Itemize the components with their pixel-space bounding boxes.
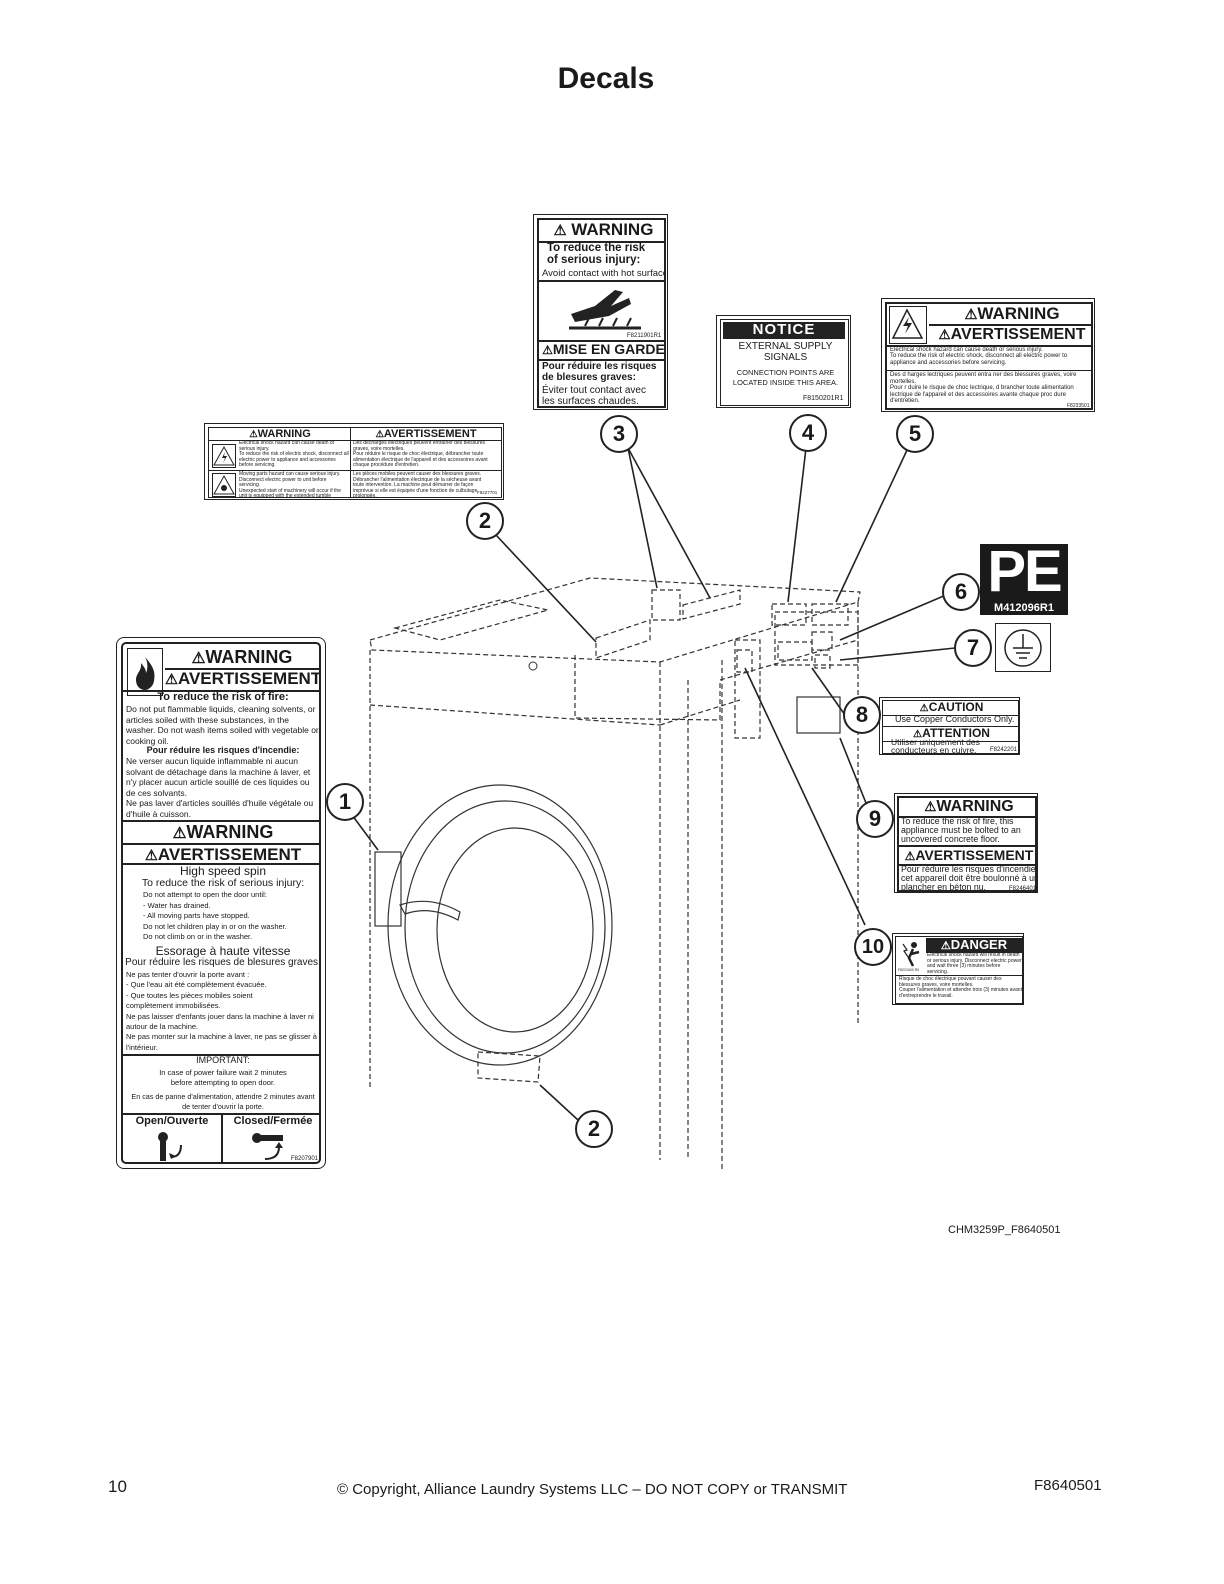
page-title: Decals	[557, 62, 655, 95]
decal-code: F8242201	[990, 747, 1018, 753]
important-text: In case of power failure wait 2 minutes …	[159, 1068, 287, 1087]
callout-4: 4	[789, 414, 827, 452]
avertissement-label-2: AVERTISSEMENT	[157, 845, 302, 864]
danger-label: DANGER	[950, 937, 1008, 952]
injury-heading: To reduce the risk of serious injury:	[547, 242, 646, 266]
caution-label: CAUTION	[928, 700, 984, 714]
moving-text-en: Moving parts hazard can cause serious in…	[239, 471, 341, 498]
danger-text-en: Electrical shock hazard will result in d…	[927, 952, 1022, 975]
mise-en-garde-label: MISE EN GARDE	[552, 341, 665, 357]
open-label: Open/Ouverte	[135, 1115, 209, 1127]
avertissement-label: AVERTISSEMENT	[177, 669, 321, 688]
warning-label: WARNING	[936, 798, 1014, 815]
fire-text: Do not put flammable liquids, cleaning s…	[126, 704, 319, 746]
callout-2-bottom: 2	[575, 1110, 613, 1148]
attention-text: Utiliser uniquement des conducteurs en c…	[891, 737, 980, 754]
callout-10: 10	[854, 928, 892, 966]
callout-9: 9	[856, 800, 894, 838]
spin-sub: To reduce the risk of serious injury:	[141, 877, 305, 889]
decal-10-danger: F8221600 R0 ⚠DANGER Electrical shock haz…	[892, 933, 1024, 1005]
important-text-fr: En cas de panne d'alimentation, attendre…	[131, 1092, 315, 1111]
callout-3: 3	[600, 415, 638, 453]
warning-label: WARNING	[977, 304, 1060, 323]
decal-7-ground-symbol	[995, 623, 1051, 672]
injury-heading-fr: Pour réduire les risques de blesures gra…	[542, 361, 657, 383]
fire-heading: To reduce the risk of fire:	[157, 691, 289, 703]
avertissement-label: AVERTISSEMENT	[950, 326, 1086, 343]
ground-icon	[1001, 626, 1045, 671]
page-number: 10	[108, 1477, 127, 1496]
handle-closed-icon	[251, 1131, 295, 1162]
decal-9-bolt-down-warning: ⚠WARNING To reduce the risk of fire, thi…	[894, 793, 1038, 893]
warning-label-2: WARNING	[186, 822, 274, 842]
avertissement-label: AVERTISSEMENT	[383, 428, 477, 440]
decal-5-shock-warning: ⚠WARNING ⚠AVERTISSEMENT Electrical shock…	[881, 298, 1095, 412]
important-heading: IMPORTANT:	[196, 1055, 250, 1065]
callout-5: 5	[896, 415, 934, 453]
shock-text-en: Electrical shock hazard can cause death …	[239, 440, 349, 468]
callout-7: 7	[954, 629, 992, 667]
danger-text-fr: Risque de choc électrique pouvant causer…	[899, 976, 1022, 999]
spin-text: Do not attempt to open the door until: -…	[143, 890, 287, 941]
figure-code: CHM3259P_F8640501	[948, 1224, 1061, 1236]
warning-text: To reduce the risk of fire, this applian…	[901, 816, 1021, 844]
fire-text-fr: Ne verser aucun liquide inflammable ni a…	[126, 756, 314, 819]
electric-shock-icon	[889, 306, 927, 344]
caution-text: Use Copper Conductors Only.	[895, 714, 1015, 724]
pe-code: M412096R1	[994, 602, 1054, 614]
decal-code: F8227701	[477, 490, 498, 495]
warning-label: WARNING	[571, 220, 654, 239]
callout-1: 1	[326, 783, 364, 821]
decal-4-notice: NOTICE EXTERNAL SUPPLY SIGNALS CONNECTIO…	[716, 315, 851, 408]
decal-6-pe-label: PE M412096R1	[980, 539, 1068, 615]
attention-label: ATTENTION	[922, 726, 990, 740]
notice-label: NOTICE	[723, 321, 845, 339]
decal-8-copper-conductors: ⚠CAUTION Use Copper Conductors Only. ⚠AT…	[879, 697, 1020, 755]
copyright-notice: © Copyright, Alliance Laundry Systems LL…	[337, 1481, 848, 1498]
hot-surface-icon	[565, 284, 645, 339]
electric-shock-icon	[899, 940, 925, 974]
shock-text-fr: Des d harges lectriques peuvent entra ne…	[890, 372, 1077, 405]
injury-text: Avoid contact with hot surfaces.	[542, 268, 666, 279]
fire-heading-fr: Pour réduire les risques d'incendie:	[146, 745, 300, 755]
handle-open-icon	[151, 1131, 191, 1162]
callout-6: 6	[942, 573, 980, 611]
notice-line1: EXTERNAL SUPPLY SIGNALS	[738, 341, 833, 363]
decal-3-hot-surface-warning: ⚠ WARNING To reduce the risk of serious …	[533, 214, 668, 410]
shock-text-en: Electrical shock hazard can cause death …	[890, 347, 1068, 366]
moving-text-fr: Les pièces mobiles peuvent causer des bl…	[353, 471, 482, 498]
decal-code: F8246401	[1009, 886, 1037, 892]
electric-shock-icon	[212, 444, 236, 468]
flame-icon	[127, 648, 163, 696]
avertissement-text: Pour réduire les risques d'incendie, cet…	[901, 864, 1037, 892]
closed-label: Closed/Fermée	[233, 1115, 313, 1127]
notice-line2: CONNECTION POINTS ARE LOCATED INSIDE THI…	[732, 368, 839, 387]
decal-code: F8150201R1	[803, 395, 844, 402]
decal-code: F8221600 R0	[898, 968, 920, 972]
callout-2-top: 2	[466, 502, 504, 540]
avertissement-label: AVERTISSEMENT	[915, 847, 1034, 863]
decal-code: F8211901R1	[627, 333, 662, 339]
decal-1-fire-spin-warning: ⚠WARNING ⚠AVERTISSEMENT To reduce the ri…	[116, 637, 326, 1169]
spin-heading-fr: Essorage à haute vitesse	[155, 944, 291, 958]
spin-text-fr: Ne pas tenter d'ouvrir la porte avant : …	[126, 970, 317, 1052]
pe-letters: PE	[987, 539, 1062, 604]
warning-label: WARNING	[257, 428, 311, 440]
moving-parts-icon	[212, 473, 236, 497]
warning-label: WARNING	[205, 647, 293, 667]
spin-sub-fr: Pour réduire les risques de blesures gra…	[125, 957, 321, 968]
document-code: F8640501	[1034, 1477, 1102, 1494]
decal-2-shock-moving-parts: ⚠WARNING ⚠AVERTISSEMENT Electrical shock…	[204, 423, 504, 500]
callout-8: 8	[843, 696, 881, 734]
shock-text-fr: Des décharges électriques peuvent entraî…	[353, 440, 488, 468]
injury-text-fr: Éviter tout contact avec les surfaces ch…	[542, 385, 646, 407]
decal-code: F8207901	[291, 1156, 319, 1162]
decal-code: F8233501	[1067, 403, 1090, 409]
spin-heading: High speed spin	[179, 864, 267, 878]
